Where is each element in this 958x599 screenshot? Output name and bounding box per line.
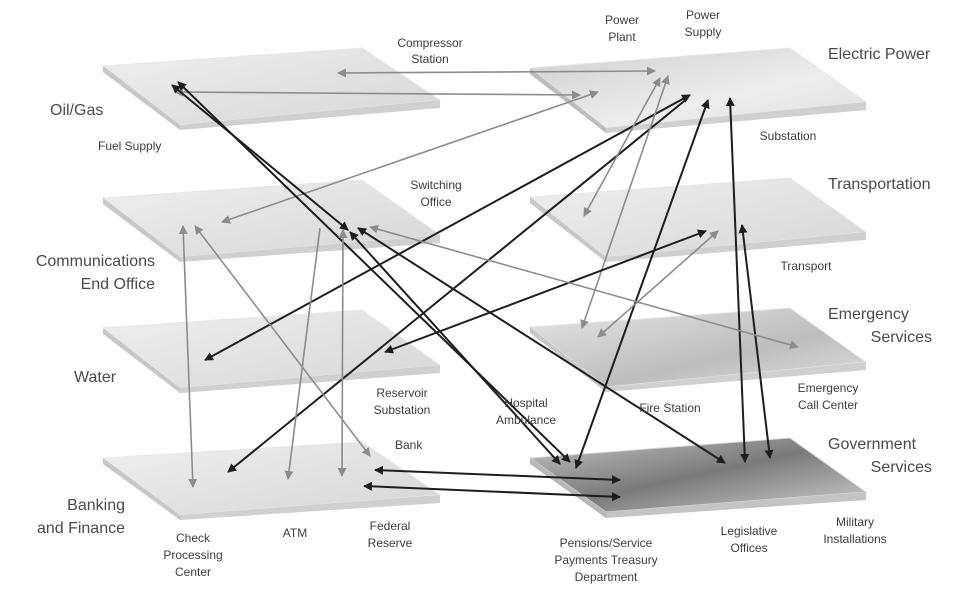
node-label-call-center-1: Emergency	[798, 381, 859, 395]
plate-emergency	[528, 307, 868, 392]
node-label-power-supply-1: Power	[686, 8, 720, 22]
node-label-reservoir-2: Substation	[374, 403, 431, 417]
node-label-reservoir-1: Reservoir	[376, 386, 427, 400]
node-label-power-plant-1: Power	[605, 13, 639, 27]
sector-label-emergency-1: Emergency	[828, 306, 909, 323]
link-arrow-banking-government	[374, 465, 621, 485]
node-label-military-1: Military	[836, 515, 874, 529]
node-label-legislative-2: Offices	[730, 541, 767, 555]
node-label-hospital-2: Ambulance	[496, 413, 556, 427]
plate-electric	[528, 47, 868, 133]
node-label-pensions-2: Payments Treasury	[554, 553, 657, 567]
node-label-power-supply-2: Supply	[685, 25, 722, 39]
sector-label-electric: Electric Power	[828, 46, 931, 63]
node-label-hospital-1: Hospital	[504, 396, 547, 410]
node-label-legislative-1: Legislative	[721, 524, 778, 538]
node-label-military-2: Installations	[823, 532, 886, 546]
node-label-power-plant-2: Plant	[608, 30, 636, 44]
node-label-check-2: Processing	[163, 548, 222, 562]
node-label-transport: Transport	[781, 259, 833, 273]
node-label-atm: ATM	[283, 526, 307, 540]
node-label-call-center-2: Call Center	[798, 398, 858, 412]
node-label-switching-1: Switching	[410, 178, 461, 192]
node-label-check-3: Center	[175, 565, 211, 579]
node-label-compressor-2: Station	[411, 52, 448, 66]
link-arrow-electric-oilgas	[337, 66, 656, 78]
node-label-check-1: Check	[176, 531, 211, 545]
sector-label-water: Water	[74, 369, 117, 386]
node-label-federal-1: Federal	[370, 519, 411, 533]
link-arrow-comms-government	[357, 227, 726, 464]
link-arrow-comms-banking	[178, 225, 198, 488]
node-label-pensions-3: Department	[575, 570, 638, 584]
sector-label-comms-2: End Office	[81, 276, 156, 293]
sector-label-government-1: Government	[828, 436, 917, 453]
node-label-substation: Substation	[760, 129, 817, 143]
node-label-compressor-1: Compressor	[397, 36, 462, 50]
node-label-bank: Bank	[395, 438, 423, 452]
link-arrow-comms-banking-federal	[337, 229, 348, 477]
link-arrow-banking-government	[363, 481, 621, 502]
sector-label-comms-1: Communications	[36, 253, 155, 270]
sector-label-banking-1: Banking	[67, 497, 125, 514]
plate-water	[101, 309, 442, 393]
sector-label-government-2: Services	[871, 459, 932, 476]
plate-oilgas	[101, 47, 442, 130]
sector-label-oilgas: Oil/Gas	[50, 102, 103, 119]
plate-banking	[101, 441, 442, 520]
link-arrow-electric-government	[725, 97, 750, 463]
node-label-fuel-supply: Fuel Supply	[98, 139, 161, 153]
sector-label-banking-2: and Finance	[37, 520, 125, 537]
node-label-fire-station: Fire Station	[639, 401, 700, 415]
sector-label-emergency-2: Services	[871, 329, 932, 346]
node-label-pensions-1: Pensions/Service	[560, 536, 653, 550]
node-label-switching-2: Office	[420, 195, 451, 209]
arrow-layer	[171, 66, 799, 502]
link-arrow-water-banking	[284, 227, 321, 480]
plate-comms	[101, 179, 442, 262]
sector-label-transportation: Transportation	[828, 176, 931, 193]
node-label-federal-2: Reserve	[368, 536, 413, 550]
